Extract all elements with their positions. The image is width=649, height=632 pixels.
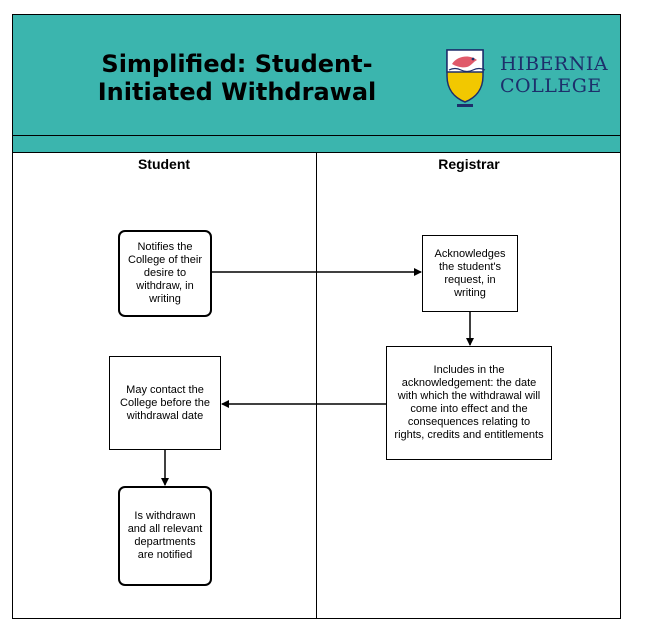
page-title: Simplified: Student- Initiated Withdrawa… <box>97 50 377 106</box>
step-withdrawn-label: Is withdrawn and all relevant department… <box>127 510 203 561</box>
step-acknowledge-label: Acknowledges the student's request, in w… <box>434 247 506 299</box>
step-contact-label: May contact the College before the withd… <box>120 383 210 422</box>
college-name-line2: COLLEGE <box>500 75 602 97</box>
lane-divider <box>316 153 317 619</box>
step-contact: May contact the College before the withd… <box>109 356 221 450</box>
lane-header-student: Student <box>137 156 191 172</box>
lane-header-band <box>12 135 621 153</box>
college-name-line1: HIBERNIA <box>500 53 609 75</box>
step-notify: Notifies the College of their desire to … <box>118 230 212 317</box>
step-acknowledge: Acknowledges the student's request, in w… <box>422 235 518 312</box>
step-notify-label: Notifies the College of their desire to … <box>128 241 202 305</box>
lane-header-registrar: Registrar <box>438 156 500 172</box>
college-name: HIBERNIA COLLEGE <box>500 53 610 97</box>
step-includes: Includes in the acknowledgement: the dat… <box>386 346 552 460</box>
hibernia-crest-icon <box>446 49 486 107</box>
step-withdrawn: Is withdrawn and all relevant department… <box>118 486 212 586</box>
step-includes-label: Includes in the acknowledgement: the dat… <box>394 364 544 441</box>
